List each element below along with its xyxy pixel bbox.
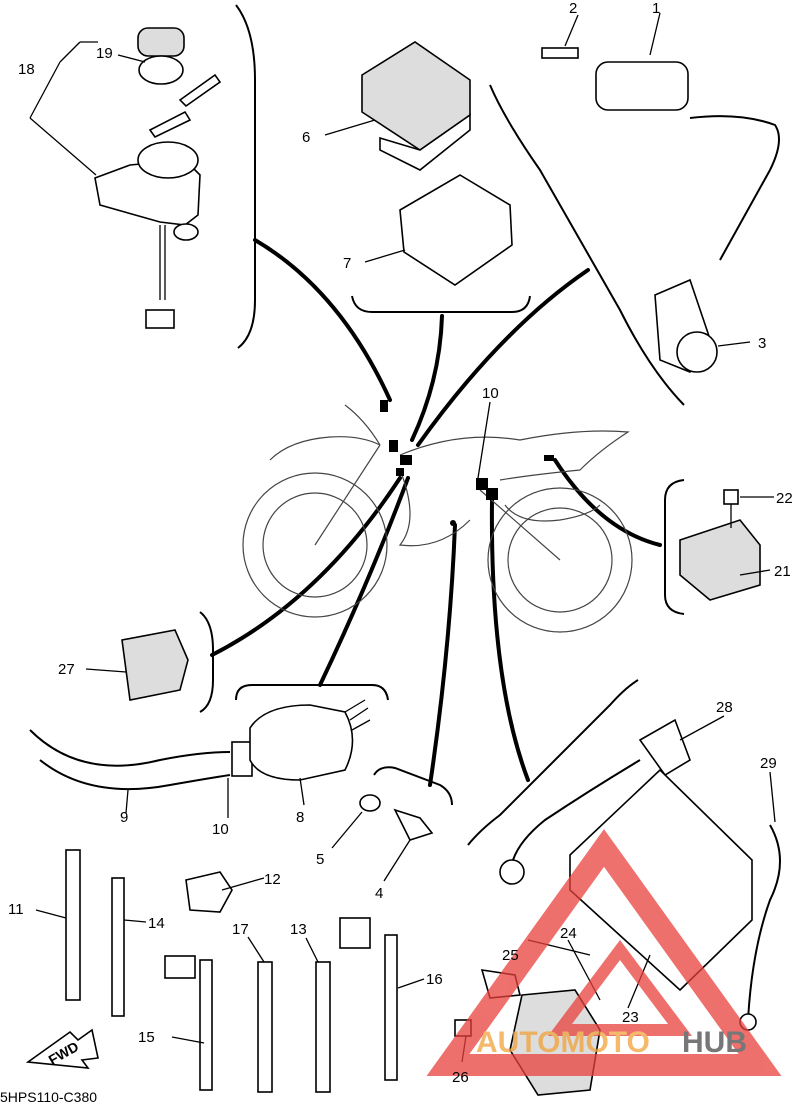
callout-29: 29	[760, 755, 777, 772]
callout-14: 14	[148, 915, 165, 932]
callout-6: 6	[302, 129, 310, 146]
drawing-code: 5HPS110-C380	[0, 1089, 97, 1104]
watermark-text-a: AUTOMOTO	[476, 1026, 650, 1059]
callout-22: 22	[776, 490, 793, 507]
callout-5: 5	[316, 851, 324, 868]
callout-4: 4	[375, 885, 383, 902]
rectifier-regulator	[679, 489, 761, 601]
ignition-coil-assembly	[541, 47, 780, 373]
callout-27: 27	[58, 661, 75, 678]
callout-1: 1	[652, 0, 660, 17]
callout-16: 16	[426, 971, 443, 988]
callout-23: 23	[622, 1009, 639, 1026]
callout-25: 25	[502, 947, 519, 964]
automotohub-watermark: AUTOMOTO HUB	[426, 829, 782, 1076]
callout-9: 9	[120, 809, 128, 826]
callout-18: 18	[18, 61, 35, 78]
callout-13: 13	[290, 921, 307, 938]
relay-unit	[361, 41, 513, 286]
harness-routing-lines	[210, 238, 662, 787]
small-fasteners-and-bands	[65, 794, 434, 1093]
watermark-triangle-outer	[426, 829, 782, 1076]
callout-10-harness: 10	[212, 821, 229, 838]
callout-labels: 1 2 3 4 5 6 7 8 9 10 10 11 12 13 14 15 1…	[8, 0, 793, 1086]
callout-28: 28	[716, 699, 733, 716]
wire-harness-and-cdi	[29, 699, 371, 791]
callout-7: 7	[343, 255, 351, 272]
callout-8: 8	[296, 809, 304, 826]
watermark-text-b: HUB	[682, 1026, 747, 1059]
motorcycle-silhouette	[242, 400, 633, 633]
callout-26: 26	[452, 1069, 469, 1086]
callout-19: 19	[96, 45, 113, 62]
callout-11: 11	[8, 901, 24, 918]
callout-21: 21	[774, 563, 791, 580]
callout-17: 17	[232, 921, 249, 938]
callout-2: 2	[569, 0, 577, 17]
main-switch-assembly	[94, 27, 222, 329]
group-brackets	[199, 4, 685, 846]
fwd-arrow-icon: FWD	[25, 1028, 99, 1069]
callout-12: 12	[264, 871, 281, 888]
callout-15: 15	[138, 1029, 155, 1046]
starter-relay	[121, 629, 189, 701]
callout-10-bike: 10	[482, 385, 499, 402]
watermark-triangle-inner	[548, 940, 692, 1036]
callout-24: 24	[560, 925, 577, 942]
callout-3: 3	[758, 335, 766, 352]
